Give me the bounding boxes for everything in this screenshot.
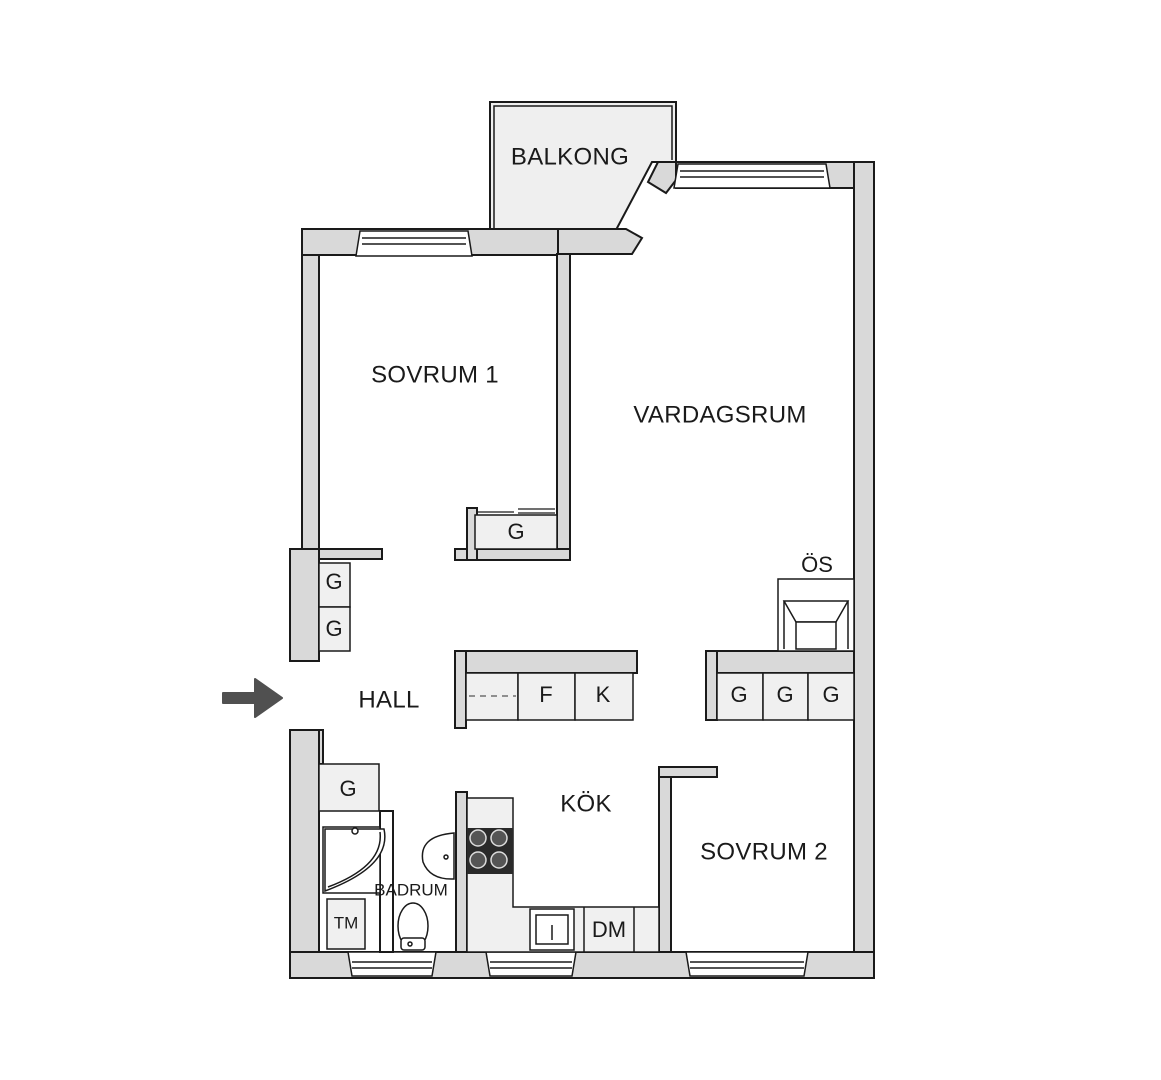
shower	[322, 826, 386, 894]
fridge-label: F	[539, 682, 552, 707]
washing-machine-label: TM	[334, 913, 359, 932]
overhead-storage-label: ÖS	[801, 552, 833, 577]
entrance-arrow-icon	[222, 678, 283, 718]
window-sovrum2	[685, 951, 809, 977]
room-label-sovrum2: SOVRUM 2	[700, 838, 828, 865]
windows	[347, 163, 831, 977]
wardrobe-doors-sovrum1	[477, 508, 555, 514]
kitchen-counter	[466, 797, 660, 953]
room-label-badrum: BADRUM	[374, 880, 448, 899]
overhead-storage	[777, 578, 855, 652]
interior-walls	[318, 253, 855, 953]
wardrobe-label: G	[776, 682, 793, 707]
wardrobes	[318, 514, 855, 812]
room-label-vardagsrum: VARDAGSRUM	[633, 401, 806, 428]
bathroom-sink	[421, 832, 455, 880]
wardrobe-label: G	[325, 616, 342, 641]
wardrobe-label: G	[822, 682, 839, 707]
stove	[467, 828, 513, 874]
wardrobe-label: G	[325, 569, 342, 594]
exterior-walls	[289, 161, 875, 979]
wardrobe-label: G	[730, 682, 747, 707]
room-label-hall: HALL	[358, 686, 419, 713]
window-badrum	[347, 951, 437, 977]
room-label-kok: KÖK	[560, 790, 612, 817]
washing-machine	[326, 898, 366, 950]
room-label-sovrum1: SOVRUM 1	[371, 361, 499, 388]
dishwasher-label: DM	[592, 917, 626, 942]
kitchen-sink	[529, 908, 575, 951]
window-kok	[485, 951, 577, 977]
freezer-label: K	[596, 682, 611, 707]
toilet	[397, 902, 429, 951]
wardrobe-label: G	[507, 519, 524, 544]
room-label-balkong: BALKONG	[511, 143, 629, 170]
wardrobe-label: G	[339, 776, 356, 801]
fridge-freezer-cabinet	[465, 672, 634, 721]
window-vardagsrum	[673, 163, 831, 189]
window-sovrum1	[355, 230, 473, 257]
